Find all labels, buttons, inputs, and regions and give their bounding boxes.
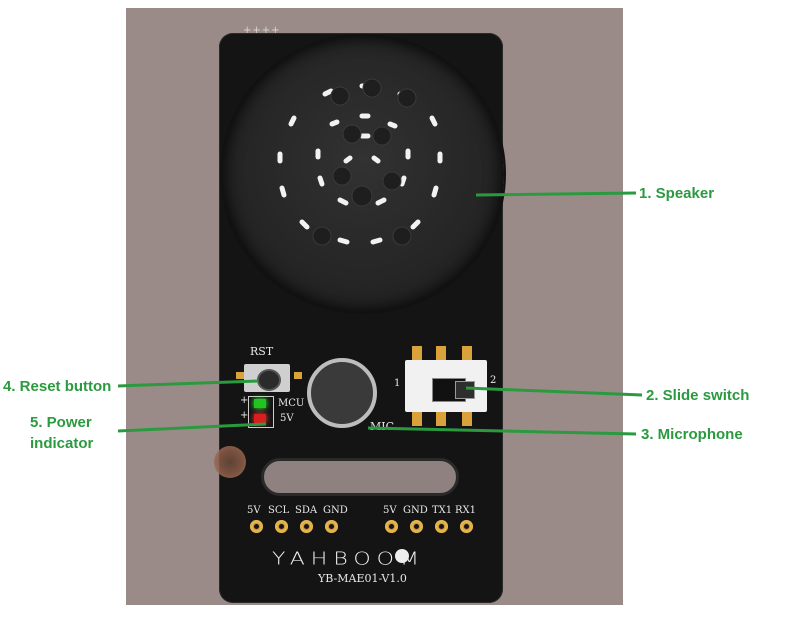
board-version: YB-MAE01-V1.0 <box>318 572 407 585</box>
header-label: SDA <box>295 505 318 516</box>
header-label: SCL <box>268 505 290 516</box>
reset-button-callout: 4. Reset button <box>3 378 112 395</box>
power-led-red <box>254 414 266 423</box>
switch-pin <box>412 412 422 426</box>
logo-dot <box>395 549 409 563</box>
slide-switch-knob <box>455 381 475 399</box>
reset-button <box>244 364 290 392</box>
header-label: 5V <box>247 505 261 516</box>
brand-logo: YAHBOOM <box>272 549 425 570</box>
header-label: RX1 <box>455 505 477 516</box>
header-pin <box>275 520 288 533</box>
solder-pad <box>236 372 244 379</box>
header-pin <box>460 520 473 533</box>
switch-pin <box>436 412 446 426</box>
header-label: GND <box>403 505 428 516</box>
power-indicator-callout-line2: indicator <box>30 435 94 452</box>
rst-label: RST <box>250 345 274 358</box>
mcu-label: MCU <box>278 398 305 409</box>
speaker <box>222 36 504 312</box>
switch-leader-line <box>465 386 643 397</box>
header-pin <box>250 520 263 533</box>
speaker-leader-line <box>475 191 637 197</box>
plus-label-top: + <box>240 395 249 406</box>
header-label: GND <box>323 505 348 516</box>
microphone-leader-line <box>367 426 637 436</box>
speaker-callout: 1. Speaker <box>639 185 715 202</box>
speaker-grille <box>277 78 443 246</box>
mcu-led-green <box>254 399 266 408</box>
header-label: 5V <box>383 505 397 516</box>
header-pin <box>385 520 398 533</box>
plus-label-bottom: + <box>240 410 249 421</box>
reset-leader-line <box>117 379 259 388</box>
switch-pin <box>462 412 472 426</box>
header-pin <box>435 520 448 533</box>
power-indicator-callout-line1: 5. Power <box>30 414 92 431</box>
switch-pin <box>462 346 472 360</box>
microphone-callout: 3. Microphone <box>641 426 743 443</box>
header-pin <box>410 520 423 533</box>
switch-pin <box>412 346 422 360</box>
mounting-hole <box>214 446 246 478</box>
switch-position-2: 2 <box>490 375 497 386</box>
led-frame <box>248 396 274 428</box>
fivev-label: 5V <box>280 413 294 424</box>
header-pin <box>325 520 338 533</box>
corner-mark: ++++ <box>243 25 281 36</box>
header-pin <box>300 520 313 533</box>
solder-pad <box>294 372 302 379</box>
switch-pin <box>436 346 446 360</box>
header-label: TX1 <box>432 505 453 516</box>
microphone <box>307 358 377 428</box>
reset-button-cap <box>257 369 281 391</box>
board-slot <box>261 458 459 496</box>
slide-switch-callout: 2. Slide switch <box>646 387 750 404</box>
switch-position-1: 1 <box>394 378 401 389</box>
power-leader-line <box>117 422 267 433</box>
